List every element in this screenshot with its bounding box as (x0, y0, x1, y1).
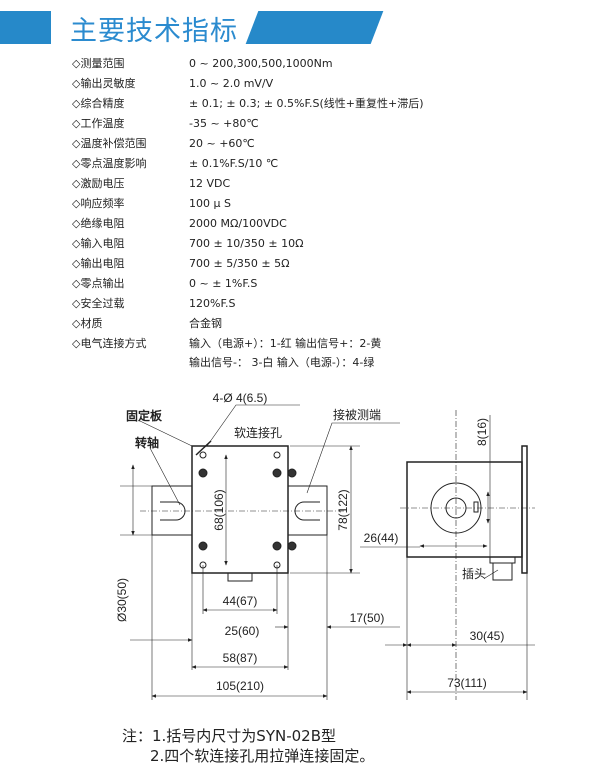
dim-44: 44(67) (223, 594, 258, 608)
spec-value: 100 μ S (189, 197, 231, 210)
title-bar-left (0, 11, 51, 44)
dim-30-45: 30(45) (470, 629, 505, 643)
dim-8: 8(16) (475, 418, 489, 446)
hole-spec-label: 4-Ø 4(6.5) (213, 391, 268, 405)
dim-25: 25(60) (225, 624, 260, 638)
dim-26: 26(44) (364, 531, 399, 545)
right-shaft (287, 485, 328, 536)
page-title: 主要技术指标 (70, 16, 238, 47)
dim-73: 73(111) (447, 676, 487, 690)
spec-value: 输入（电源+）：1-红 输出信号+：2-黄 (189, 337, 382, 350)
spec-value: ± 0.1; ± 0.3; ± 0.5%F.S(线性+重复性+滞后) (189, 97, 424, 110)
spec-value: 1.0 ~ 2.0 mV/V (189, 77, 274, 90)
left-shaft (151, 485, 193, 536)
plug-label: 插头 (462, 567, 486, 581)
bottom-tab (227, 572, 253, 582)
spec-value: ± 0.1%F.S/10 ℃ (189, 157, 279, 170)
front-view: 4-Ø 4(6.5) 固定板 转轴 软连接孔 接被测端 68(106) 78(1… (115, 391, 400, 700)
dim-17: 17(50) (350, 611, 385, 625)
spec-value: 700 ± 5/350 ± 5Ω (189, 257, 290, 270)
spec-label: ◇综合精度 (72, 97, 125, 110)
spec-label: ◇测量范围 (72, 57, 125, 70)
note-2: 2.四个软连接孔用拉弹连接固定。 (150, 747, 375, 765)
shaft-label: 转轴 (135, 435, 159, 450)
spec-label: ◇输出电阻 (72, 257, 125, 270)
spec-value: 700 ± 10/350 ± 10Ω (189, 237, 304, 250)
spec-value: 20 ~ +60℃ (189, 137, 255, 150)
dim-58: 58(87) (223, 651, 258, 665)
spec-value: 2000 MΩ/100VDC (189, 217, 287, 230)
spec-value: 12 VDC (189, 177, 231, 190)
note-1: 注：1.括号内尺寸为SYN-02B型 (122, 727, 337, 745)
fixing-plate-label: 固定板 (126, 408, 163, 423)
side-view: 8(16) 26(44) 插头 30(45) 73(111) (360, 410, 535, 700)
soft-hole-label: 软连接孔 (234, 425, 282, 440)
spec-label: ◇零点输出 (72, 277, 125, 290)
flange (521, 445, 528, 574)
spec-label: ◇零点温度影响 (72, 157, 147, 170)
spec-label: ◇绝缘电阻 (72, 217, 125, 230)
spec-label: ◇输出灵敏度 (72, 77, 136, 90)
dim-30: Ø30(50) (115, 578, 129, 622)
spec-label: ◇响应频率 (72, 197, 125, 210)
side-body (406, 461, 523, 558)
dim-105: 105(210) (216, 679, 264, 693)
spec-label: ◇输入电阻 (72, 237, 125, 250)
spec-label: ◇材质 (72, 317, 103, 330)
spec-label: ◇安全过载 (72, 297, 125, 310)
dim-78: 78(122) (336, 489, 350, 530)
spec-value: -35 ~ +80℃ (189, 117, 259, 130)
fixing-plate (191, 445, 289, 574)
spec-value: 合金钢 (189, 317, 222, 330)
spec-label: ◇激励电压 (72, 177, 125, 190)
measured-end-label: 接被测端 (333, 407, 381, 422)
spec-label: ◇工作温度 (72, 117, 125, 130)
dim-68: 68(106) (212, 489, 226, 530)
spec-value: 0 ~ ± 1%F.S (189, 277, 258, 290)
spec-value: 0 ~ 200,300,500,1000Nm (189, 57, 333, 70)
spec-label: ◇电气连接方式 (72, 337, 147, 350)
spec-value: 120%F.S (189, 297, 236, 310)
spec-label: ◇温度补偿范围 (72, 137, 147, 150)
